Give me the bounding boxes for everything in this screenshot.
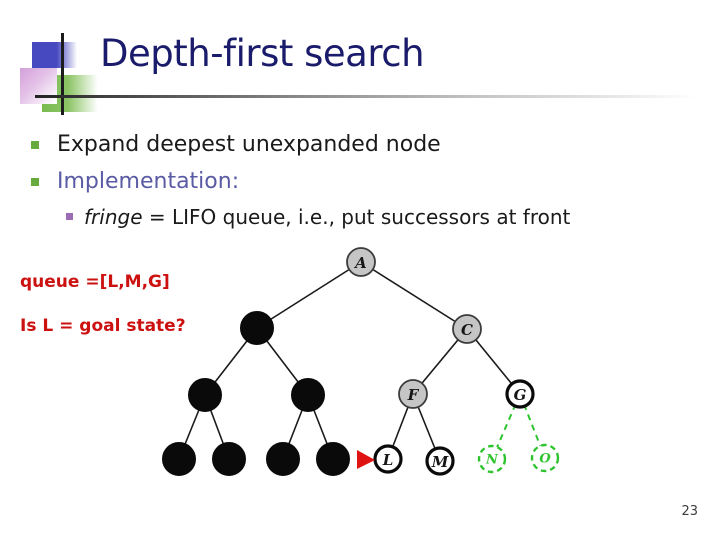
tree-node-N: N	[477, 444, 507, 474]
tree-node	[188, 378, 222, 412]
svg-text:A: A	[353, 254, 367, 272]
bullet-text: Expand deepest unexpanded node	[57, 132, 441, 157]
tree-node	[162, 442, 196, 476]
bullet-square-icon	[31, 178, 39, 186]
svg-text:O: O	[539, 452, 551, 467]
sub-bullet-text: fringe = LIFO queue, i.e., put successor…	[84, 205, 570, 229]
title-divider-line	[35, 95, 703, 98]
tree-edge	[360, 261, 468, 330]
bullet-item-expand: Expand deepest unexpanded node	[31, 132, 441, 157]
tree-node-C: C	[452, 314, 482, 344]
tree-node	[316, 442, 350, 476]
bullet-item-implementation: Implementation:	[31, 169, 239, 194]
queue-state-annotation: queue =[L,M,G]	[20, 272, 170, 292]
fringe-definition: = LIFO queue, i.e., put successors at fr…	[142, 205, 571, 229]
svg-text:G: G	[514, 386, 527, 404]
bullet-square-icon	[31, 141, 39, 149]
current-node-arrow-icon	[357, 450, 375, 469]
svg-text:F: F	[407, 386, 420, 404]
svg-text:M: M	[431, 453, 449, 471]
bullet-text: Implementation:	[57, 169, 240, 194]
slide-title: Depth-first search	[100, 32, 425, 75]
decoration-blue-square	[32, 42, 77, 68]
sub-bullet-item-fringe: fringe = LIFO queue, i.e., put successor…	[66, 205, 570, 229]
fringe-term: fringe	[84, 205, 143, 229]
svg-text:N: N	[485, 453, 499, 468]
decoration-pink-square	[20, 68, 57, 104]
sub-bullet-square-icon	[66, 213, 73, 220]
svg-text:L: L	[382, 451, 394, 469]
tree-node-M: M	[425, 446, 455, 476]
tree-node-A: A	[346, 247, 376, 277]
tree-edge	[256, 261, 362, 329]
tree-node-O: O	[530, 443, 560, 473]
svg-text:C: C	[461, 321, 473, 339]
tree-node	[212, 442, 246, 476]
tree-node-G: G	[505, 379, 535, 409]
decoration-vertical-line	[61, 33, 64, 115]
page-number: 23	[681, 504, 698, 519]
tree-node-L: L	[373, 444, 403, 474]
tree-node	[291, 378, 325, 412]
goal-test-annotation: Is L = goal state?	[20, 316, 186, 336]
tree-node-F: F	[398, 379, 428, 409]
tree-node	[240, 311, 274, 345]
tree-node	[266, 442, 300, 476]
